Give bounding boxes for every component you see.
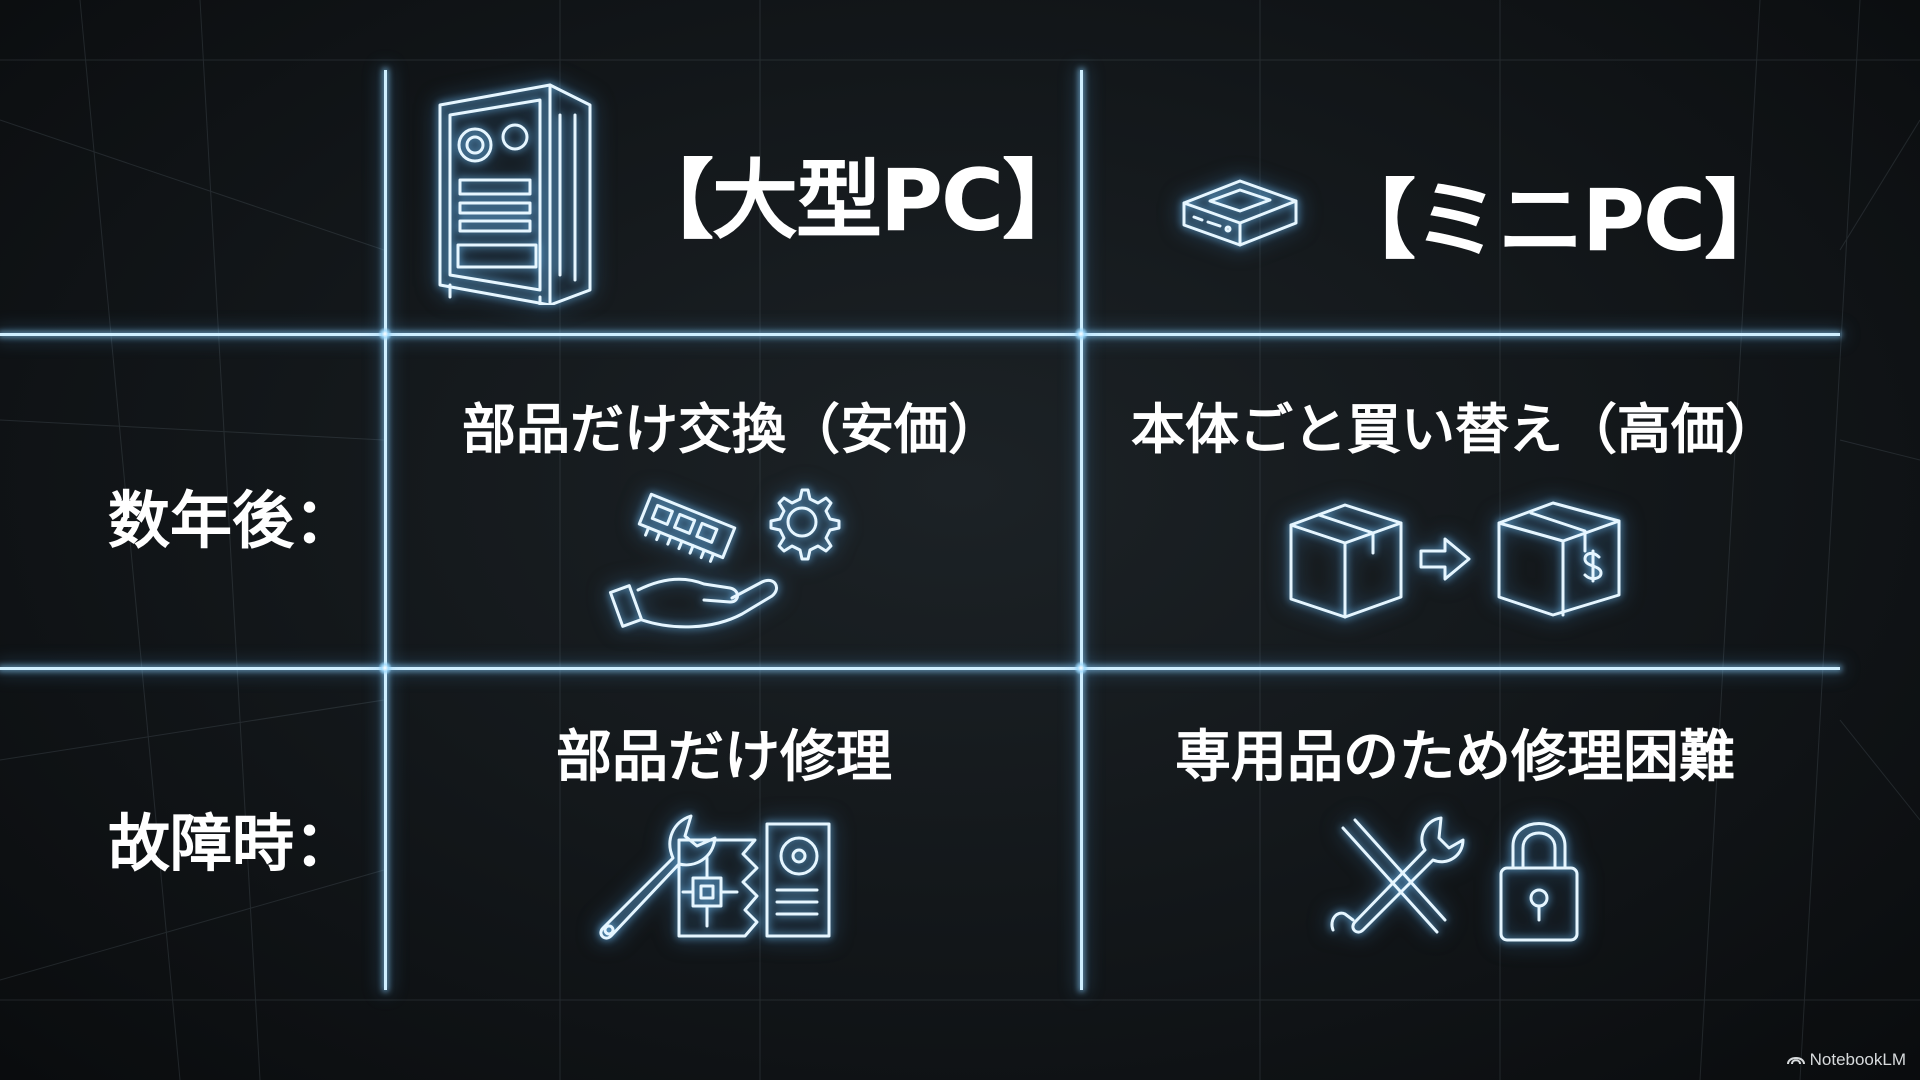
header-big-pc: 【大型PC】 xyxy=(430,75,1088,309)
wrench-circuit-board-icon xyxy=(595,810,835,954)
crossed-tools-padlock-icon xyxy=(1325,810,1585,954)
cell-big-pc-years-later-text: 部品だけ交換（安価） xyxy=(462,398,1002,461)
grid-intersection xyxy=(378,661,392,675)
grid-line-vertical xyxy=(1080,70,1083,990)
notebooklm-logo-icon xyxy=(1786,1050,1805,1070)
mini-pc-box-icon xyxy=(1180,171,1300,255)
tower-pc-case-icon xyxy=(430,75,600,309)
cell-big-pc-failure-text: 部品だけ修理 xyxy=(556,725,892,790)
cell-mini-pc-years-later-text: 本体ごと買い替え（高価） xyxy=(1131,398,1779,461)
header-mini-pc-title: 【ミニPC】 xyxy=(1330,171,1790,271)
grid-intersection xyxy=(1074,661,1088,675)
row-label-failure: 故障時： xyxy=(108,807,357,880)
row-label-years-later: 数年後： xyxy=(108,484,357,557)
grid-intersection xyxy=(1074,327,1088,341)
grid-line-vertical xyxy=(384,70,387,990)
cell-mini-pc-failure-text: 専用品のため修理困難 xyxy=(1175,725,1735,790)
grid-line-horizontal xyxy=(0,667,1840,670)
grid-intersection xyxy=(378,327,392,341)
header-big-pc-title: 【大型PC】 xyxy=(628,150,1088,251)
grid-line-horizontal xyxy=(0,333,1840,336)
box-arrow-dollar-box-icon xyxy=(1285,495,1625,629)
watermark-text: NotebookLM xyxy=(1809,1050,1906,1069)
notebooklm-watermark: NotebookLM xyxy=(1786,1050,1906,1070)
hand-memory-gear-icon xyxy=(608,480,852,644)
header-mini-pc: 【ミニPC】 xyxy=(1180,150,1790,275)
